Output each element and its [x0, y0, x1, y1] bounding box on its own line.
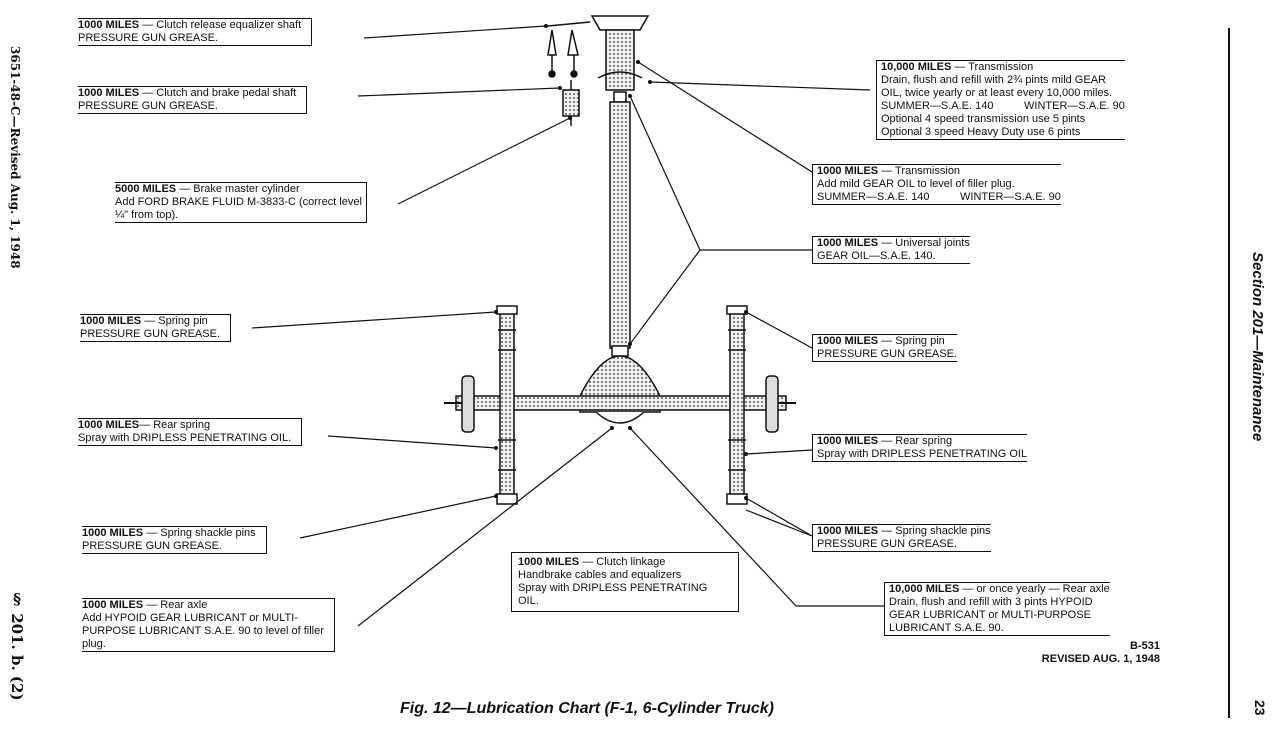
figure-caption: Fig. 12—Lubrication Chart (F-1, 6-Cylind… [400, 700, 774, 717]
brake-master-cylinder [562, 80, 580, 126]
drawing-code: B-531 [1130, 640, 1160, 652]
label-universal-joints: 1000 MILES — Universal joints GEAR OIL—S… [812, 236, 970, 264]
label-spring-pin-left: 1000 MILES — Spring pin PRESSURE GUN GRE… [80, 314, 231, 342]
label-rear-axle-right: 10,000 MILES — or once yearly — Rear axl… [884, 582, 1110, 636]
drawing-reference: B-531 REVISED AUG. 1, 1948 [1040, 640, 1160, 666]
label-clutch-linkage: 1000 MILES — Clutch linkage Handbrake ca… [511, 552, 739, 612]
label-spring-pin-right: 1000 MILES — Spring pin PRESSURE GUN GRE… [812, 334, 957, 362]
label-brake-master: 5000 MILES — Brake master cylinder Add F… [115, 182, 367, 223]
leader-lines [251, 25, 884, 627]
right-margin-rule [1228, 28, 1230, 718]
left-spring [496, 305, 518, 505]
label-transmission-1000: 1000 MILES — Transmission Add mild GEAR … [812, 164, 1061, 205]
transmission [590, 15, 650, 103]
label-clutch-release: 1000 MILES — Clutch release equalizer sh… [78, 18, 313, 46]
drive-shaft [609, 101, 631, 349]
revision-note: 3651-48-C—Revised Aug. 1, 1948 [8, 46, 22, 269]
label-pedal-shaft: 1000 MILES — Clutch and brake pedal shaf… [78, 86, 308, 114]
label-shackle-left: 1000 MILES — Spring shackle pins PRESSUR… [82, 526, 267, 554]
label-shackle-right: 1000 MILES — Spring shackle pins PRESSUR… [812, 524, 991, 552]
label-rear-axle-left: 1000 MILES — Rear axle Add HYPOID GEAR L… [82, 598, 335, 652]
section-title: Section 201—Maintenance [1249, 252, 1266, 442]
label-transmission-10000: 10,000 MILES — Transmission Drain, flush… [876, 60, 1125, 140]
right-spring [726, 305, 748, 505]
label-rear-spring-right: 1000 MILES — Rear spring Spray with DRIP… [812, 434, 1028, 462]
drawing-revision: REVISED AUG. 1, 1948 [1041, 653, 1160, 665]
differential [579, 355, 661, 424]
label-rear-spring-left: 1000 MILES— Rear spring Spray with DRIPL… [78, 418, 303, 446]
page-number: 23 [1252, 700, 1268, 716]
section-reference: § 201. b. (2) [8, 590, 26, 701]
pedal-assembly [547, 21, 591, 78]
